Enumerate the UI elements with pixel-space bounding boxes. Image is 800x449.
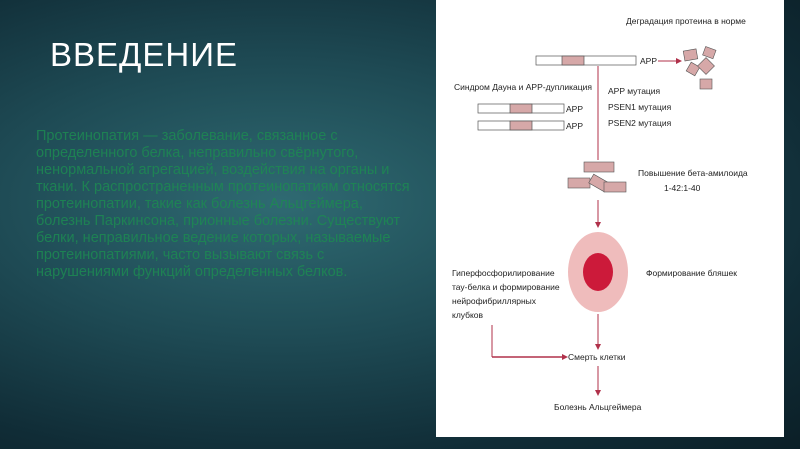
- label-beta-ratio: 1-42:1-40: [664, 183, 701, 193]
- label-normal-degradation: Деградация протеина в норме: [626, 16, 746, 26]
- amyloid-aggregate: [567, 161, 627, 193]
- label-psen2-mutation: PSEN2 мутация: [608, 118, 672, 128]
- label-tau-1: Гиперфосфорилирование: [452, 268, 555, 278]
- pathway-diagram: Деградация протеина в норме APP Синдром …: [452, 16, 748, 412]
- app-bar-duplicate-1: [477, 103, 565, 114]
- slide-body-text: Протеинопатия — заболевание, связанное с…: [36, 128, 410, 280]
- diagram-panel: Деградация протеина в норме APP Синдром …: [436, 0, 784, 437]
- label-cell-death: Смерть клетки: [568, 352, 626, 362]
- label-app-dup-2: APP: [566, 121, 583, 131]
- label-tau-2: тау-белка и формирование: [452, 282, 560, 292]
- label-down-syndrome: Синдром Дауна и APP-дупликация: [454, 82, 592, 92]
- label-beta-amyloid: Повышение бета-амилоида: [638, 168, 748, 178]
- plaque-core: [583, 253, 613, 291]
- app-bar-top: [535, 55, 637, 66]
- label-app-dup-1: APP: [566, 104, 583, 114]
- label-psen1-mutation: PSEN1 мутация: [608, 102, 672, 112]
- label-app-mutation: APP мутация: [608, 86, 661, 96]
- degraded-fragments: [682, 46, 717, 90]
- label-alzheimer: Болезнь Альцгеймера: [554, 402, 642, 412]
- label-plaque-formation: Формирование бляшек: [646, 268, 737, 278]
- app-bar-duplicate-2: [477, 120, 565, 131]
- label-app-top: APP: [640, 56, 657, 66]
- label-tau-3: нейрофибриллярных: [452, 296, 537, 306]
- slide-title: ВВЕДЕНИЕ: [50, 36, 238, 73]
- label-tau-4: клубков: [452, 310, 484, 320]
